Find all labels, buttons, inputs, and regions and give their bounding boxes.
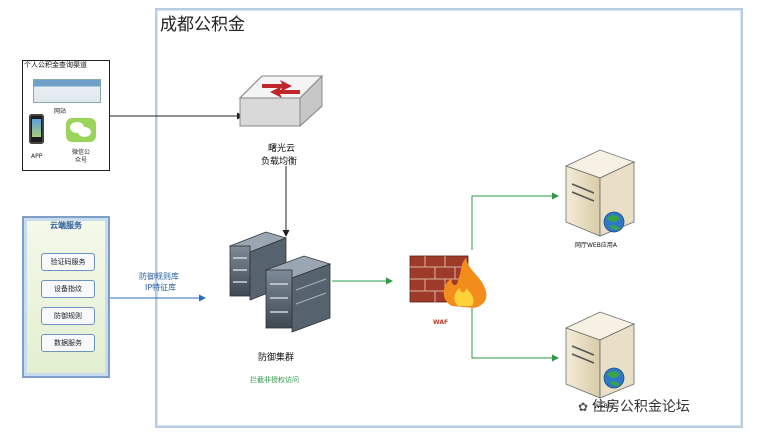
arrow-waf-to-server-b <box>471 308 559 362</box>
region-title: 成都公积金 <box>160 15 245 35</box>
ip-feature-library-label: IP特征库 <box>145 283 177 292</box>
access-channels-title: 个人公积金查询渠道 <box>24 61 87 69</box>
server-a-icon <box>564 149 636 237</box>
defense-cluster-label: 防御集群 <box>258 353 295 363</box>
server-a-label: 网厅WEB应用A <box>575 242 617 249</box>
cloud-services-title: 云端服务 <box>50 221 82 230</box>
server-b-icon <box>564 311 636 399</box>
forum-watermark: ✿ 住房公积金论坛 <box>578 396 690 416</box>
waf-firewall-icon <box>409 255 487 308</box>
defense-cluster-sublabel: 拦截非授权访问 <box>250 376 299 384</box>
cloud-service-captcha: 验证码服务 <box>41 253 95 271</box>
chengdu-region-frame <box>155 8 743 428</box>
smartphone-app-icon <box>29 114 44 144</box>
wechat-watermark-icon: ✿ <box>578 400 592 414</box>
load-balancer-label-line2: 负载均衡 <box>261 157 298 167</box>
defense-cluster-icon <box>228 231 332 333</box>
website-label: 网站 <box>54 108 67 115</box>
waf-label: WAF <box>433 319 449 326</box>
rule-library-label: 防御规则库 <box>139 272 179 281</box>
cloud-service-defense-rules: 防御规则 <box>41 307 95 325</box>
wechat-label: 微信公 众号 <box>72 149 91 164</box>
watermark-text: 住房公积金论坛 <box>591 399 690 415</box>
cloud-service-data: 数据服务 <box>41 334 95 352</box>
wechat-icon <box>66 118 96 142</box>
server-b-label: WEB应 <box>594 403 614 410</box>
cloud-service-device-fingerprint: 设备指纹 <box>41 280 95 298</box>
load-balancer-label-line1: 曙光云 <box>268 144 296 154</box>
website-screenshot-icon <box>33 79 101 103</box>
arrow-waf-to-server-a <box>471 192 559 250</box>
load-balancer-switch-icon <box>238 74 324 128</box>
app-label: APP <box>31 153 43 160</box>
